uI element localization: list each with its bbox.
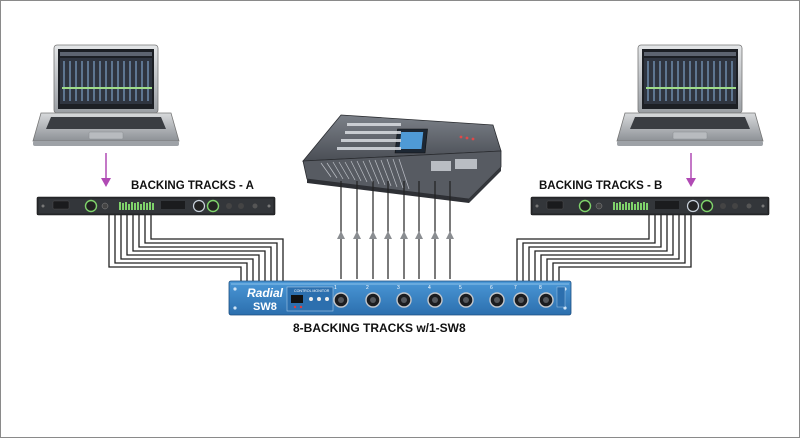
audio-interface-b [530,196,770,216]
xlr-channel-6: 6 [489,285,505,308]
audio-interface-icon [530,196,770,216]
channel-number: 1 [334,285,337,291]
xlr-channel-8: 8 [538,285,554,308]
daw-screen [644,52,736,104]
mixing-console [302,114,502,203]
channel-number: 4 [428,285,431,291]
channel-number: 6 [490,285,493,291]
channel-number: 7 [514,285,517,291]
xlr-channel-2: 2 [365,285,381,308]
xlr-channel-3: 3 [396,285,412,308]
laptop-a [32,44,180,146]
caption: 8-BACKING TRACKS w/1-SW8 [293,321,466,335]
xlr-channel-5: 5 [458,285,474,308]
mixing-console-icon [302,114,502,203]
laptop-icon [32,44,180,146]
daw-screen [60,52,152,104]
cables-b [516,215,692,285]
xlr-channel-1: 1 [333,285,349,308]
channel-number: 2 [366,285,369,291]
panel-title: CONTROL MONITOR [294,289,330,293]
usb-arrow-a [101,153,111,187]
output-arrows [337,181,454,279]
channel-number: 5 [459,285,462,291]
cables-a [108,215,284,285]
xlr-channel-7: 7 [513,285,529,308]
channel-number: 8 [539,285,542,291]
brand-logo: Radial [247,286,284,300]
usb-arrow-b [686,153,696,187]
laptop-b [616,44,764,146]
radial-sw8: Radial SW8 CONTROL MONITOR 1 2 3 4 5 [228,280,572,316]
xlr-channel-4: 4 [427,285,443,308]
label-backing-tracks-b: BACKING TRACKS - B [539,180,662,192]
audio-interface-a [36,196,276,216]
model-name: SW8 [253,301,277,313]
label-backing-tracks-a: BACKING TRACKS - A [131,180,254,192]
laptop-icon [616,44,764,146]
channel-number: 3 [397,285,400,291]
audio-interface-icon [36,196,276,216]
